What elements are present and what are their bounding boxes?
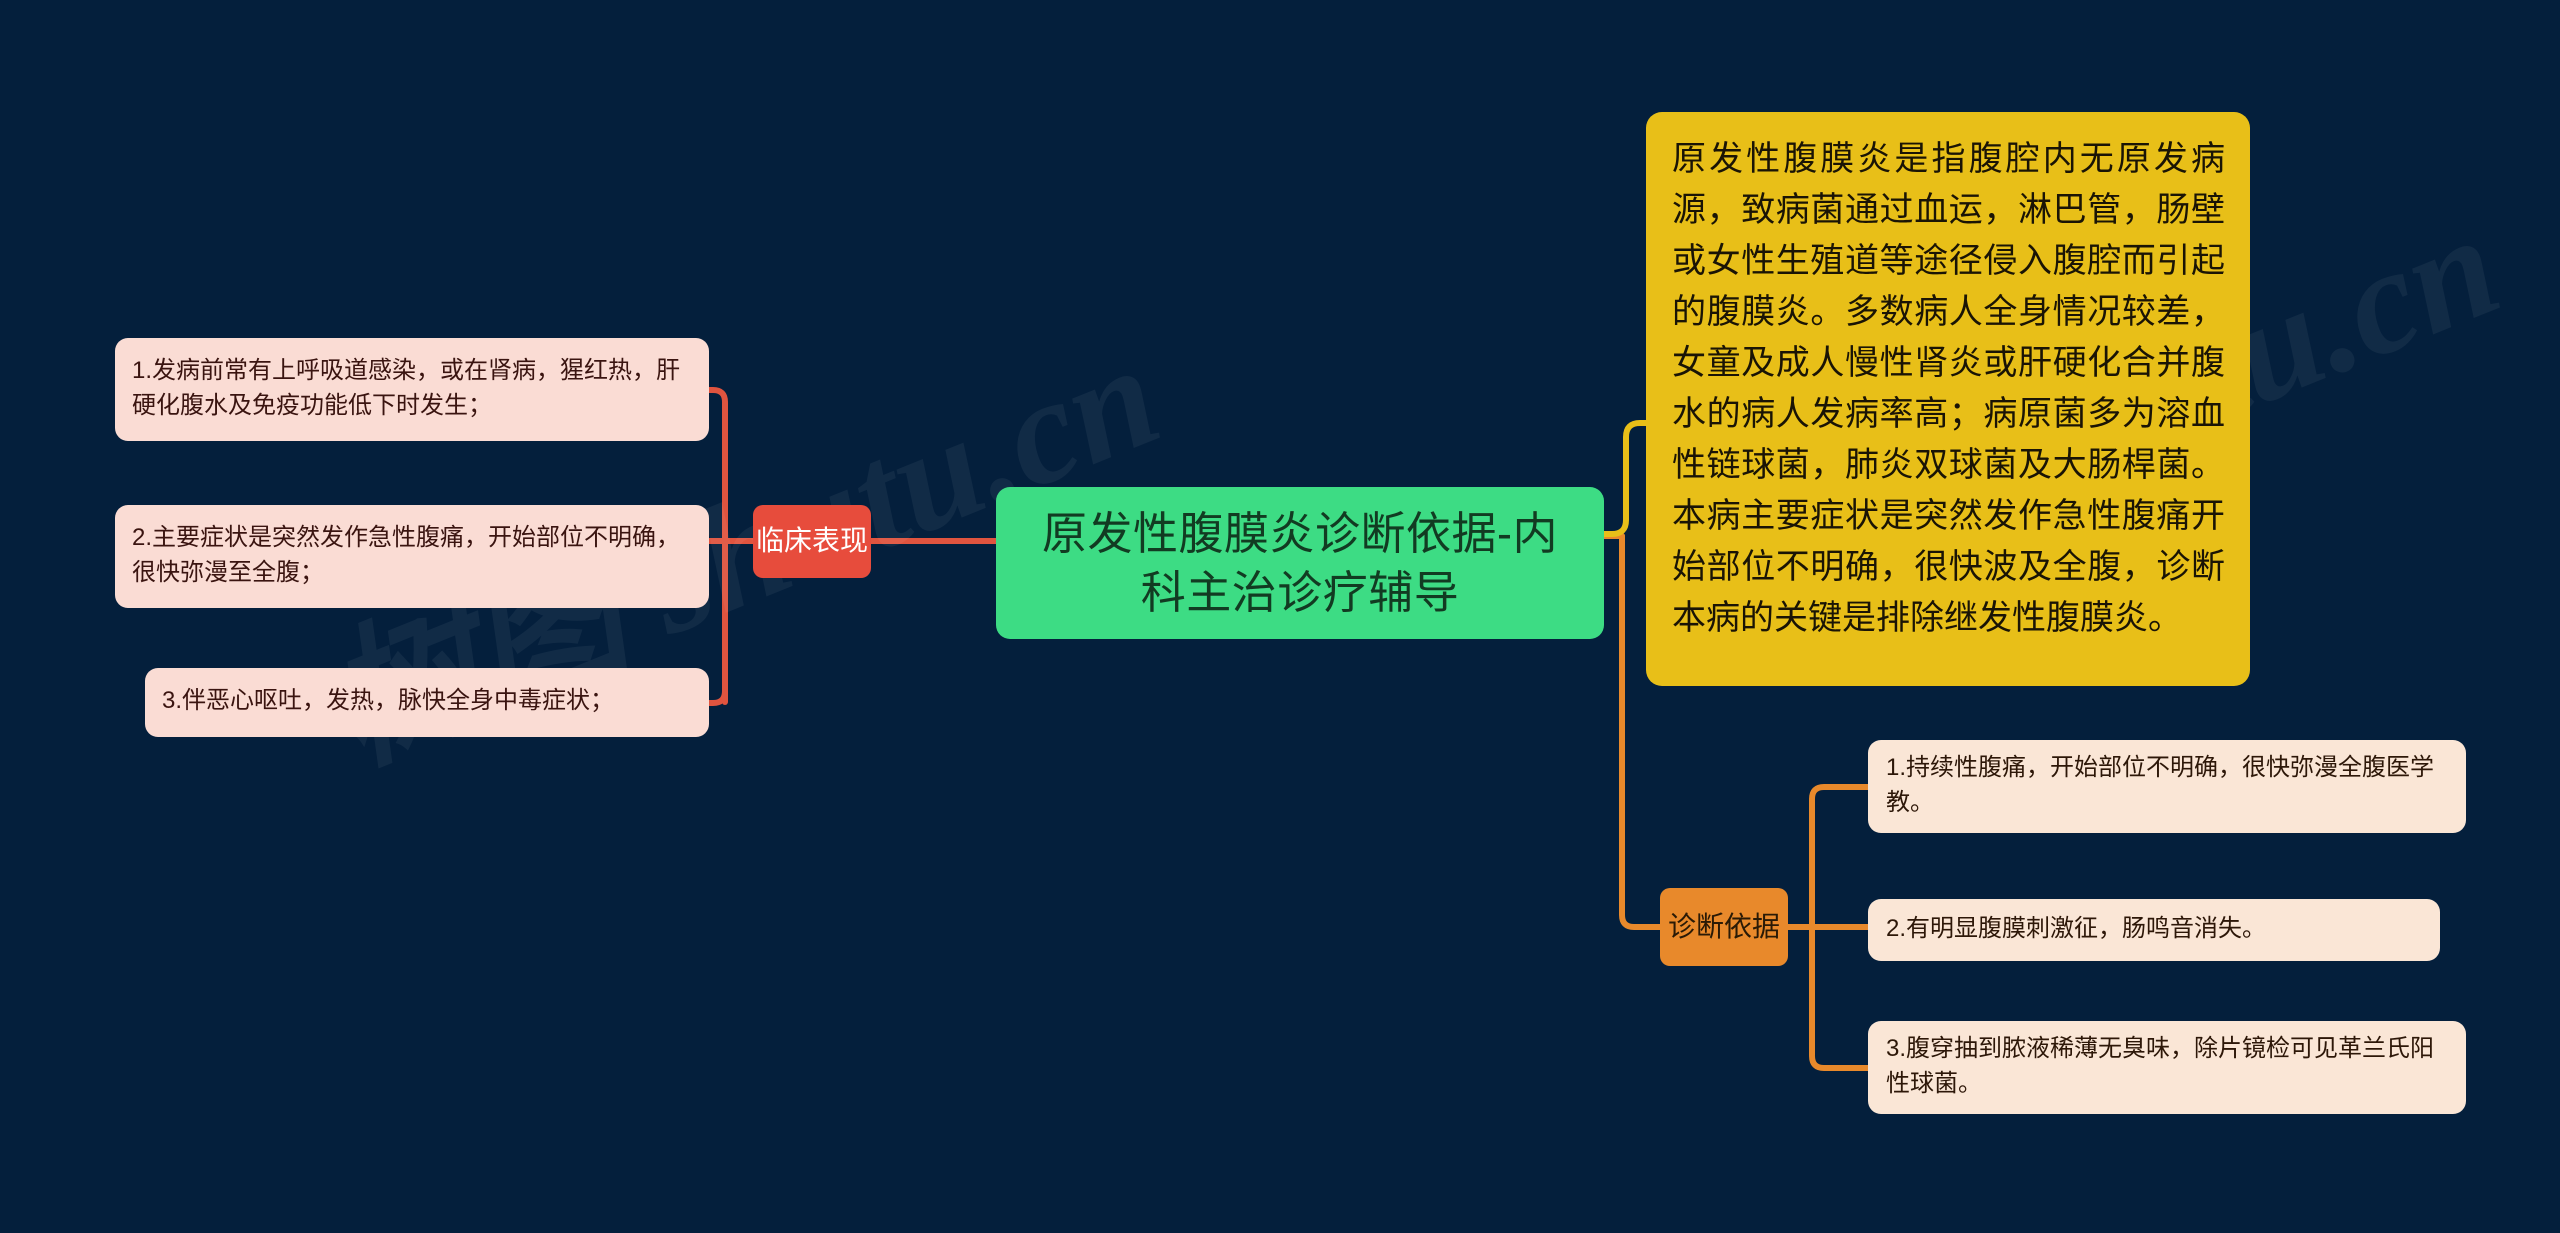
summary-note-node[interactable]: 原发性腹膜炎是指腹腔内无原发病源，致病菌通过血运，淋巴管，肠壁或女性生殖道等途径… xyxy=(1646,112,2250,686)
leaf-text: 3.伴恶心呕吐，发热，脉快全身中毒症状； xyxy=(162,687,615,715)
leaf-node-basis-1[interactable]: 1.持续性腹痛，开始部位不明确，很快弥漫全腹医学教。 xyxy=(1868,740,2466,833)
leaf-node-basis-3[interactable]: 3.腹穿抽到脓液稀薄无臭味，除片镜检可见革兰氏阳性球菌。 xyxy=(1868,1021,2466,1114)
root-topic-label: 原发性腹膜炎诊断依据-内科主治诊疗辅导 xyxy=(1042,507,1558,618)
branch-label-basis: 诊断依据 xyxy=(1667,910,1780,942)
leaf-text: 1.持续性腹痛，开始部位不明确，很快弥漫全腹医学教。 xyxy=(1886,753,2435,816)
branch-label-clinical: 临床表现 xyxy=(755,525,868,557)
leaf-node-basis-2[interactable]: 2.有明显腹膜刺激征，肠鸣音消失。 xyxy=(1868,899,2440,961)
leaf-text: 3.腹穿抽到脓液稀薄无臭味，除片镜检可见革兰氏阳性球菌。 xyxy=(1886,1034,2435,1097)
leaf-text: 2.有明显腹膜刺激征，肠鸣音消失。 xyxy=(1886,914,2267,942)
branch-node-clinical[interactable]: 临床表现 xyxy=(753,505,871,578)
connector-basis-leaf-3 xyxy=(1809,1053,1871,1071)
connector-basis-leaf-1 xyxy=(1809,784,1871,802)
root-topic-node[interactable]: 原发性腹膜炎诊断依据-内科主治诊疗辅导 xyxy=(996,487,1604,639)
connector-clinical-leaf-1 xyxy=(706,387,728,405)
leaf-text: 1.发病前常有上呼吸道感染，或在肾病，猩红热，肝硬化腹水及免疫功能低下时发生； xyxy=(132,356,681,419)
branch-node-basis[interactable]: 诊断依据 xyxy=(1660,888,1788,966)
leaf-node-clinical-2[interactable]: 2.主要症状是突然发作急性腹痛，开始部位不明确，很快弥漫至全腹； xyxy=(115,505,709,608)
leaf-text: 2.主要症状是突然发作急性腹痛，开始部位不明确，很快弥漫至全腹； xyxy=(132,523,681,586)
connector-clinical-leaf-3 xyxy=(706,688,728,706)
summary-note-text: 原发性腹膜炎是指腹腔内无原发病源，致病菌通过血运，淋巴管，肠壁或女性生殖道等途径… xyxy=(1672,140,2225,637)
leaf-node-clinical-1[interactable]: 1.发病前常有上呼吸道感染，或在肾病，猩红热，肝硬化腹水及免疫功能低下时发生； xyxy=(115,338,709,441)
leaf-node-clinical-3[interactable]: 3.伴恶心呕吐，发热，脉快全身中毒症状； xyxy=(145,668,709,737)
connector-root-to-summary xyxy=(1601,420,1651,537)
